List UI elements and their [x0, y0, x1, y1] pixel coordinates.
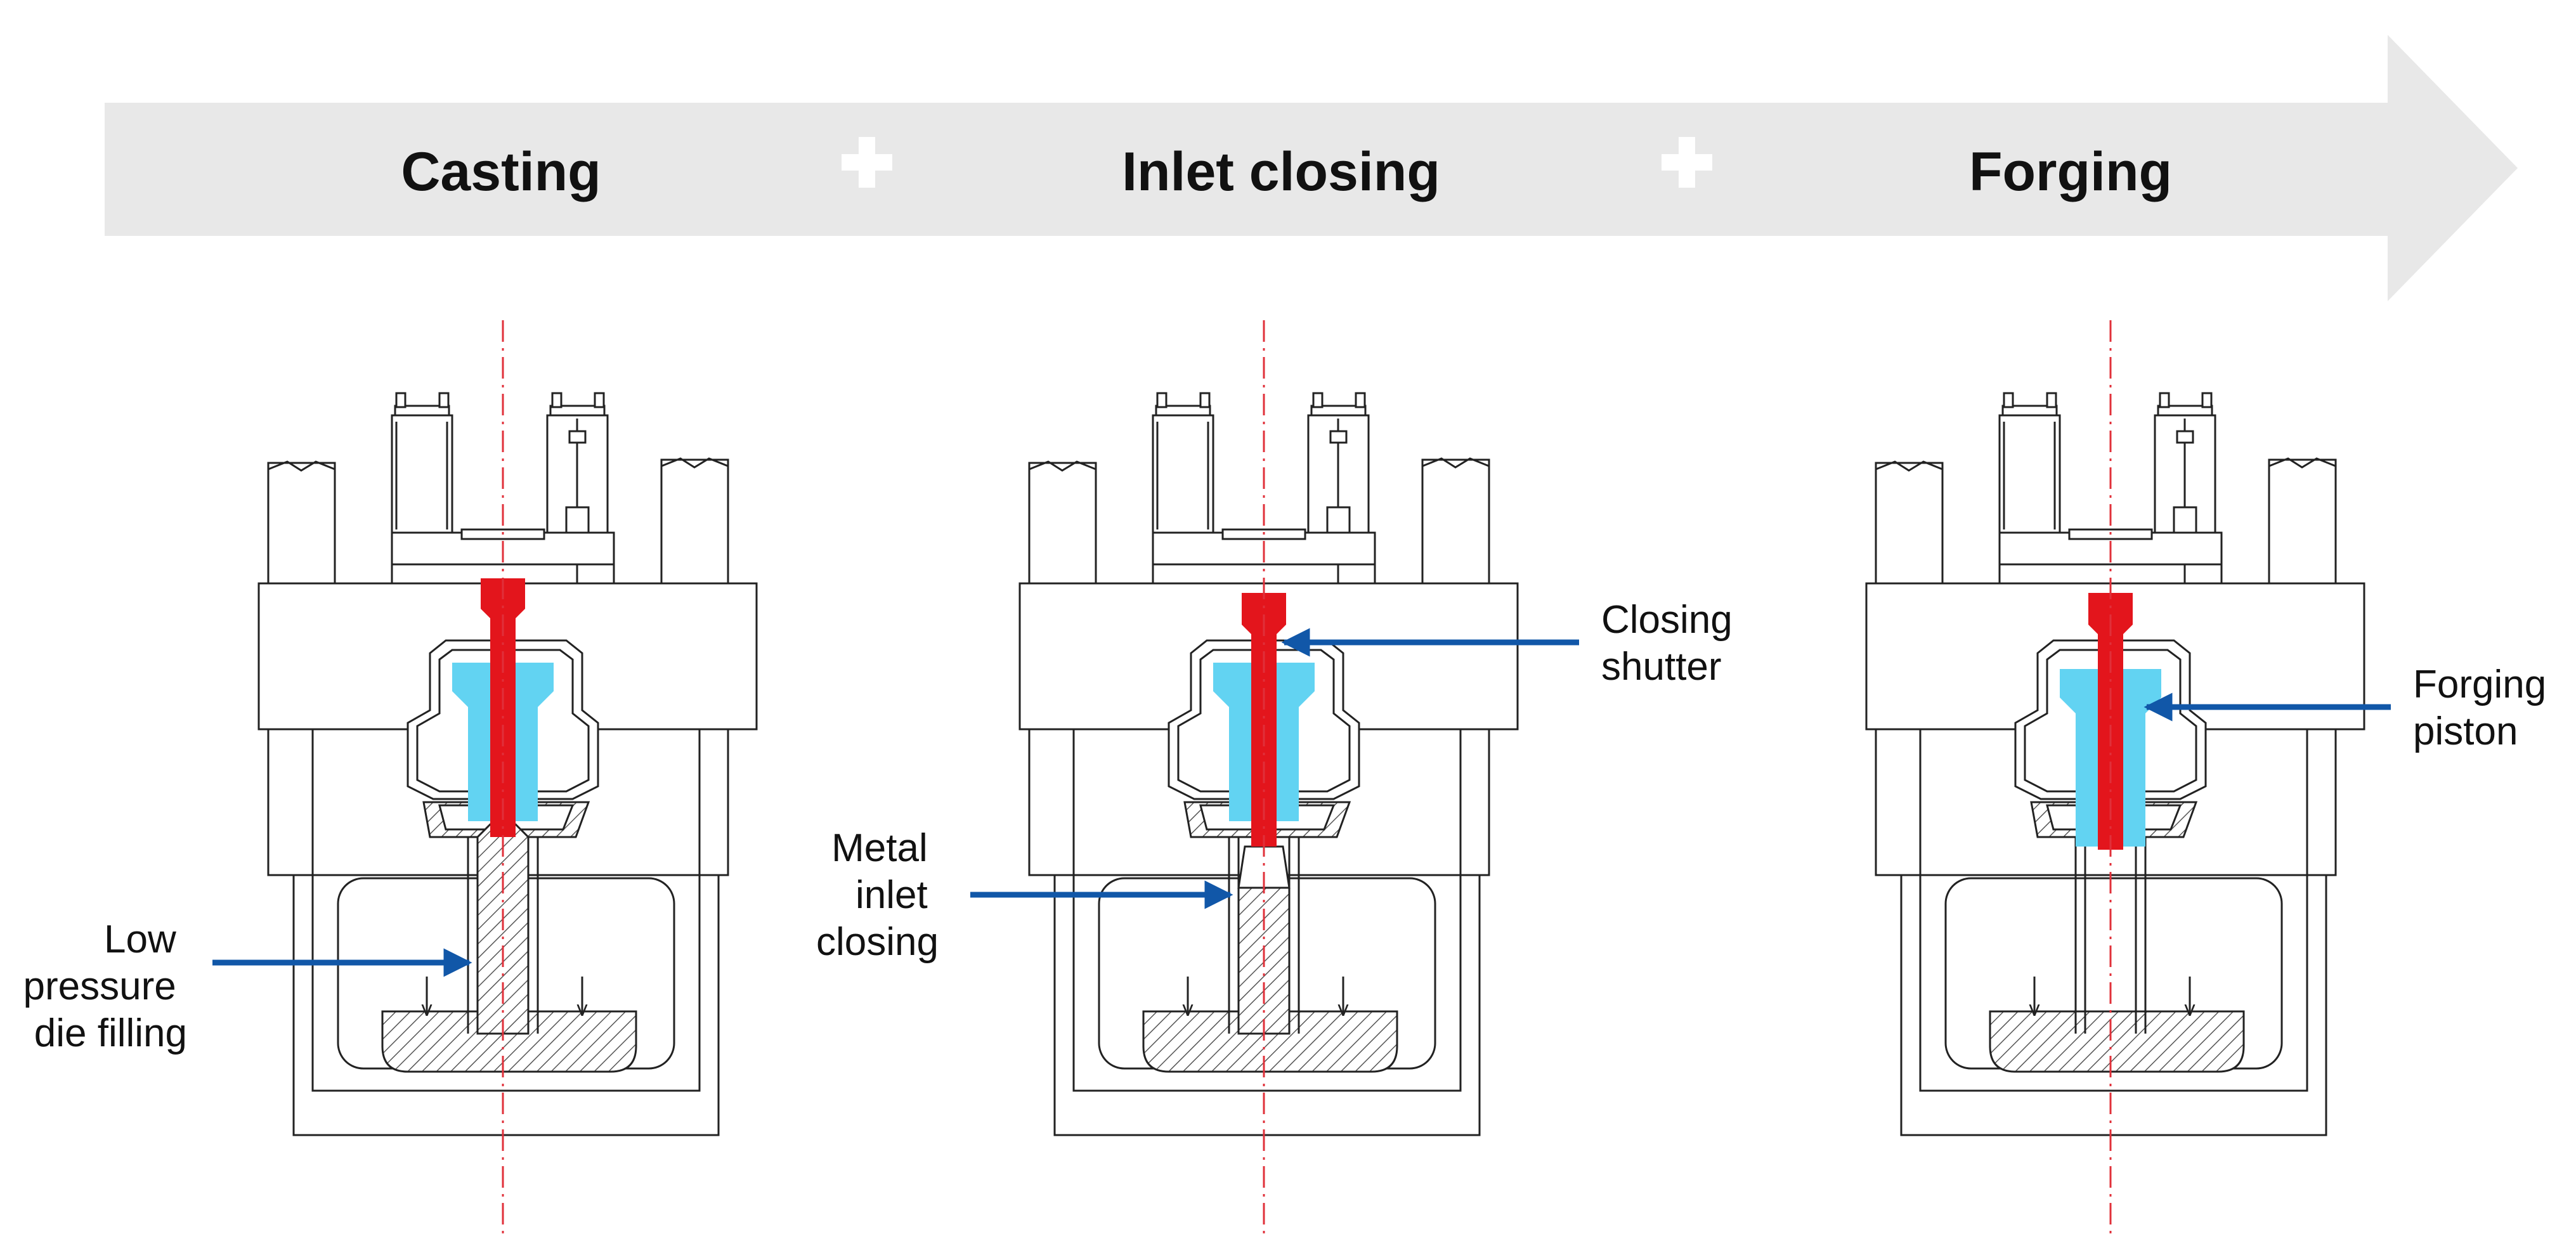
stage-title-inlet-closing: Inlet closing: [1122, 141, 1440, 202]
process-banner: Casting Inlet closing Forging: [105, 35, 2518, 301]
callout-forging-piston: Forging piston: [2143, 663, 2557, 753]
panel-casting: [259, 393, 757, 1135]
plus-icon: [842, 137, 892, 188]
callout-metal-inlet-closing: Metal inlet closing: [816, 826, 1233, 964]
panel-inlet-closing: [1020, 393, 1518, 1135]
process-arrow: [105, 35, 2518, 301]
callout-line: closing: [816, 920, 939, 964]
stage-title-casting: Casting: [401, 141, 601, 202]
stage-title-forging: Forging: [1969, 141, 2172, 202]
plus-icon: [1662, 137, 1712, 188]
callout-label: Forging piston: [2413, 663, 2557, 753]
callout-closing-shutter: Closing shutter: [1281, 598, 1743, 689]
callout-line: pressure: [23, 964, 176, 1008]
closing-shutter: [2088, 593, 2133, 850]
panel-forging: [1866, 393, 2364, 1135]
callout-line: inlet: [855, 873, 928, 917]
callout-label: Metal inlet closing: [816, 826, 939, 964]
callout-line: Metal: [831, 826, 928, 870]
callout-line: Closing: [1601, 598, 1733, 642]
callout-line: Forging: [2413, 663, 2546, 706]
closing-shutter: [1242, 593, 1286, 847]
centerlines: [502, 320, 2112, 1234]
callout-line: shutter: [1601, 645, 1722, 689]
callout-label: Closing shutter: [1601, 598, 1743, 689]
callout-line: piston: [2413, 710, 2518, 753]
callout-line: die filling: [34, 1011, 187, 1055]
callout-label: Low pressure die filling: [23, 918, 187, 1055]
callout-low-pressure: Low pressure die filling: [23, 918, 472, 1055]
callout-line: Low: [104, 918, 176, 961]
